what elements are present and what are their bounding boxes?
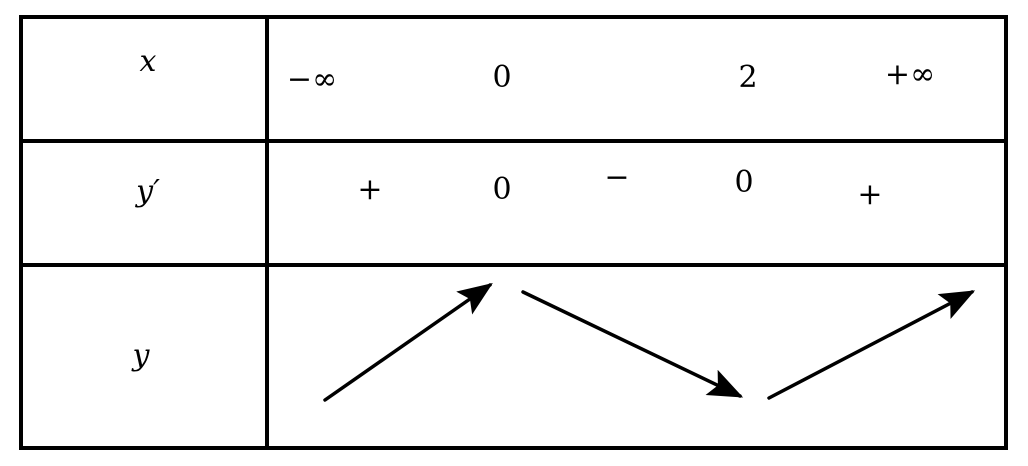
- decreasing-arrow: [521, 290, 744, 398]
- derivative-zero-1: 0: [492, 172, 512, 207]
- x-value-2: 2: [738, 60, 758, 95]
- increasing-arrow-1: [323, 282, 493, 402]
- row-label-y: y: [132, 338, 150, 373]
- x-value-0: 0: [492, 60, 512, 95]
- x-value-neg-infinity: −∞: [286, 62, 338, 97]
- sign-plus-1: +: [357, 172, 383, 207]
- table-border: [19, 15, 1008, 450]
- increasing-arrow-2: [767, 290, 976, 400]
- derivative-zero-2: 0: [734, 165, 754, 200]
- row-label-y-prime: y′: [136, 174, 160, 209]
- sign-plus-2: +: [857, 177, 883, 212]
- row-label-x: x: [139, 44, 157, 79]
- x-value-pos-infinity: +∞: [884, 57, 936, 92]
- sign-minus: −: [604, 160, 630, 195]
